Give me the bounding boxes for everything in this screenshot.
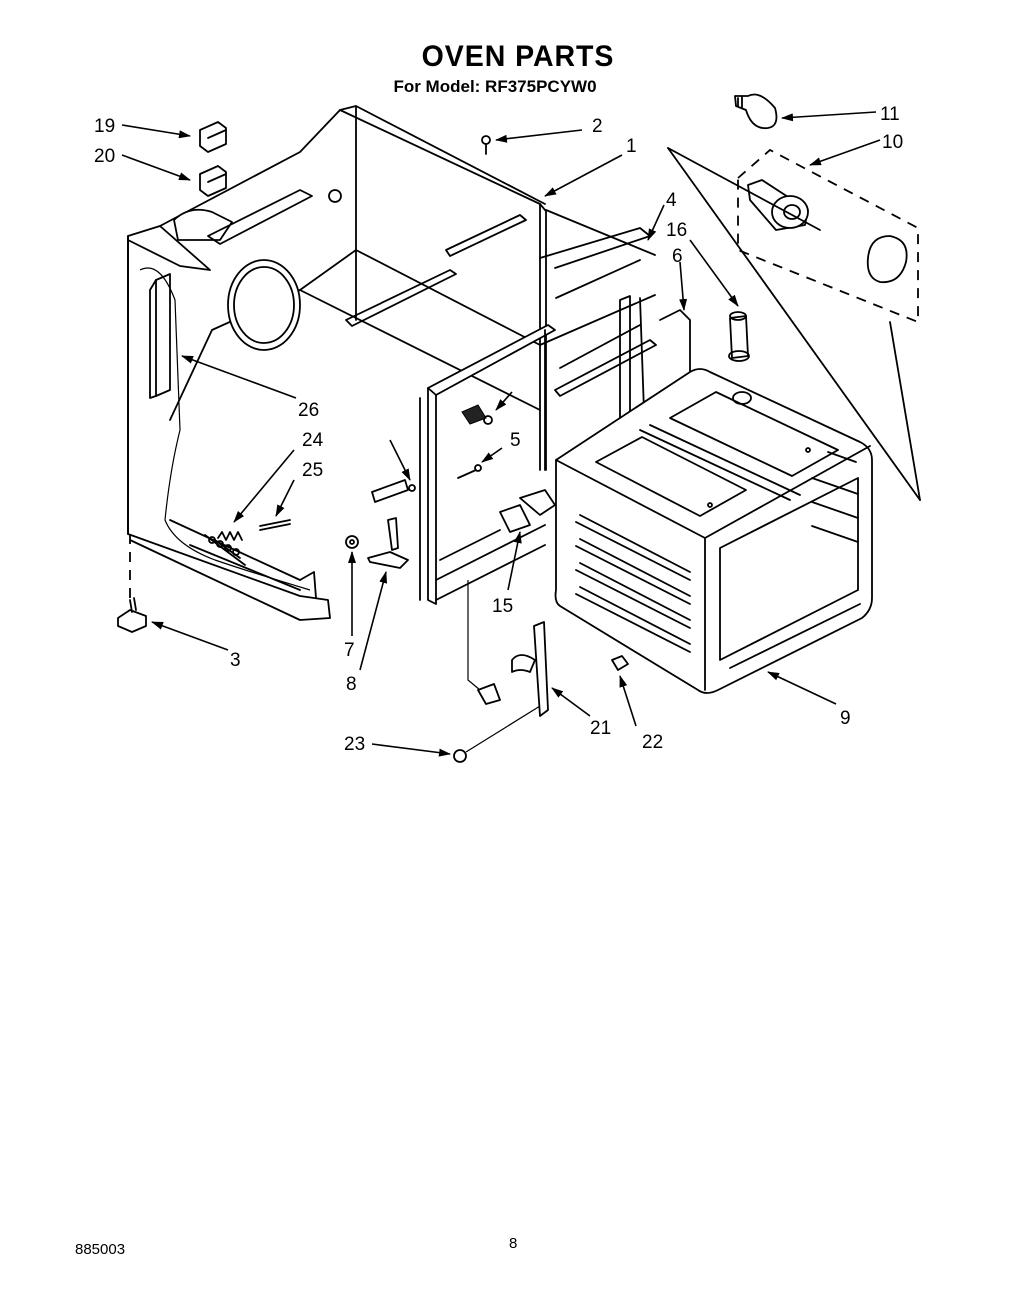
callout-2: 2	[592, 116, 603, 137]
callout-1: 1	[626, 136, 637, 157]
page-title: OVEN PARTS	[421, 40, 615, 73]
callout-labels: 2 1 10 11 19 20 4 16 6 26 5	[94, 104, 903, 757]
callout-24: 26	[298, 400, 319, 421]
callout-8: 8	[346, 674, 357, 695]
callout-16: 16	[666, 220, 687, 241]
callout-17: 19	[94, 116, 115, 137]
model-subtitle: For Model: RF375PCYW0	[393, 77, 597, 96]
fan-cover	[227, 259, 301, 351]
callout-19: 21	[590, 718, 611, 739]
callout-18: 20	[94, 146, 115, 167]
callout-20: 22	[642, 732, 663, 753]
callout-15: 15	[492, 596, 513, 617]
callout-4: 4	[666, 190, 677, 211]
callout-23: 25	[302, 460, 323, 481]
callout-6: 6	[672, 246, 683, 267]
page-number: 8	[509, 1235, 518, 1252]
document-number: 885003	[75, 1241, 126, 1258]
callout-3: 3	[230, 650, 241, 671]
front-frame	[371, 227, 691, 691]
light-assembly	[667, 93, 921, 501]
callout-10: 10	[882, 132, 903, 153]
callout-11: 11	[880, 104, 900, 125]
callout-9: 9	[840, 708, 851, 729]
oven-cavity	[554, 311, 873, 694]
small-parts	[117, 121, 629, 763]
oven-chassis	[127, 105, 656, 621]
callout-7: 7	[344, 640, 355, 661]
callout-21: 23	[344, 734, 365, 755]
callout-22: 24	[302, 430, 324, 451]
callout-5: 5	[510, 430, 521, 451]
